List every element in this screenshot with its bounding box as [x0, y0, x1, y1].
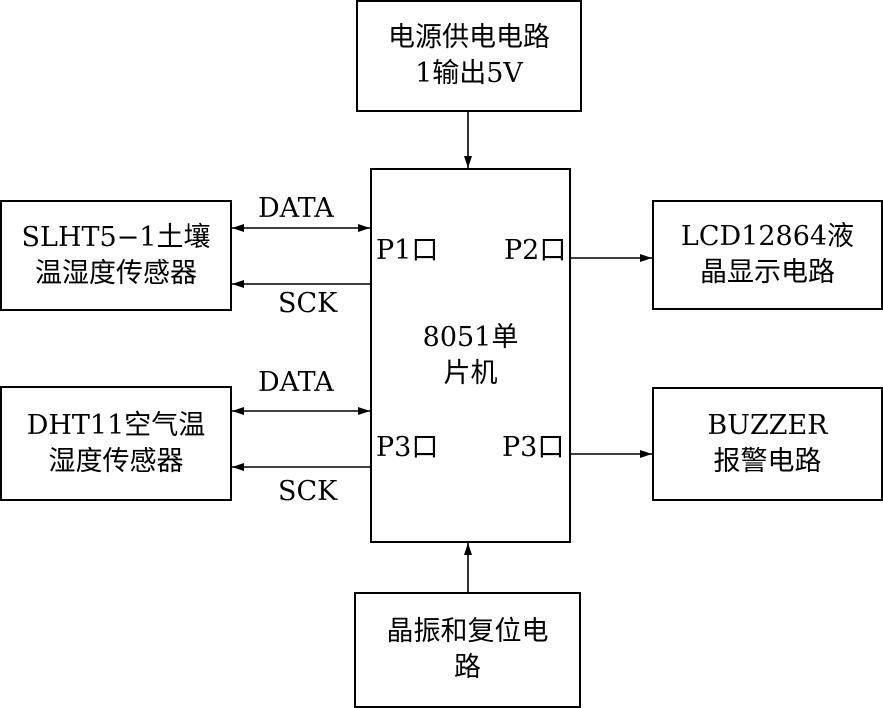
crystal-reset-label-line1: 晶振和复位电: [386, 616, 549, 647]
air-sensor-label-line2: 湿度传感器: [48, 445, 184, 477]
air-sensor-label-line1: DHT11空气温: [26, 409, 206, 441]
crystal-reset-box: 晶振和复位电 路: [354, 592, 581, 708]
lcd-box: LCD12864液 晶显示电路: [652, 200, 883, 310]
air-sck-label: SCK: [278, 476, 338, 507]
buzzer-box: BUZZER 报警电路: [652, 387, 883, 501]
buzzer-label-line1: BUZZER: [707, 410, 828, 441]
soil-sensor-label-line1: SLHT5−1土壤: [21, 221, 211, 253]
port-p2-label: P2口: [504, 235, 567, 266]
mcu-label-line1: 8051单: [422, 321, 519, 353]
soil-sensor-label-line2: 温湿度传感器: [35, 257, 197, 289]
air-data-label: DATA: [258, 367, 334, 398]
lcd-label-line2: 晶显示电路: [700, 257, 835, 288]
port-p3-right-label: P3口: [502, 432, 565, 463]
power-supply-box: 电源供电电路 1输出5V: [356, 0, 582, 112]
soil-sck-label: SCK: [278, 288, 338, 319]
buzzer-label-line2: 报警电路: [713, 446, 822, 477]
crystal-reset-label-line2: 路: [454, 652, 481, 683]
soil-data-label: DATA: [258, 193, 334, 224]
power-supply-label-line1: 电源供电电路: [388, 22, 550, 53]
air-sensor-box: DHT11空气温 湿度传感器: [0, 386, 232, 501]
port-p1-label: P1口: [376, 235, 439, 266]
mcu-label-line2: 片机: [443, 357, 498, 389]
mcu-box: 8051单 片机: [370, 168, 571, 543]
port-p3-left-label: P3口: [376, 432, 439, 463]
soil-sensor-box: SLHT5−1土壤 温湿度传感器: [0, 200, 232, 311]
lcd-label-line1: LCD12864液: [680, 221, 855, 252]
power-supply-label-line2: 1输出5V: [415, 58, 523, 89]
